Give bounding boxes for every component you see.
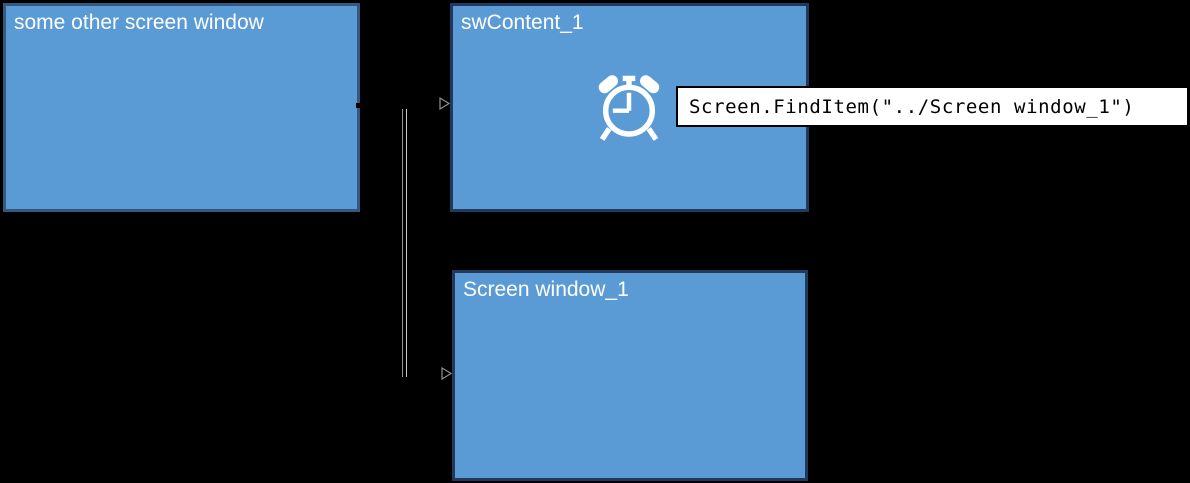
alarm-clock-icon[interactable] (594, 67, 664, 149)
finditem-tooltip: Screen.FindItem("../Screen window_1") (676, 86, 1189, 127)
node-label: swContent_1 (461, 11, 584, 34)
connector-arrow-icon (441, 367, 453, 380)
node-label: Screen window_1 (463, 278, 629, 301)
node-screen-window-1[interactable]: Screen window_1 (452, 270, 808, 481)
finditem-code-text: Screen.FindItem("../Screen window_1") (689, 95, 1135, 118)
node-label: some other screen window (14, 11, 264, 34)
connector-line (402, 109, 407, 377)
node-some-other-screen-window[interactable]: some other screen window (3, 3, 360, 212)
connector-source-stub (356, 103, 362, 108)
connector-arrow-icon (439, 97, 451, 110)
